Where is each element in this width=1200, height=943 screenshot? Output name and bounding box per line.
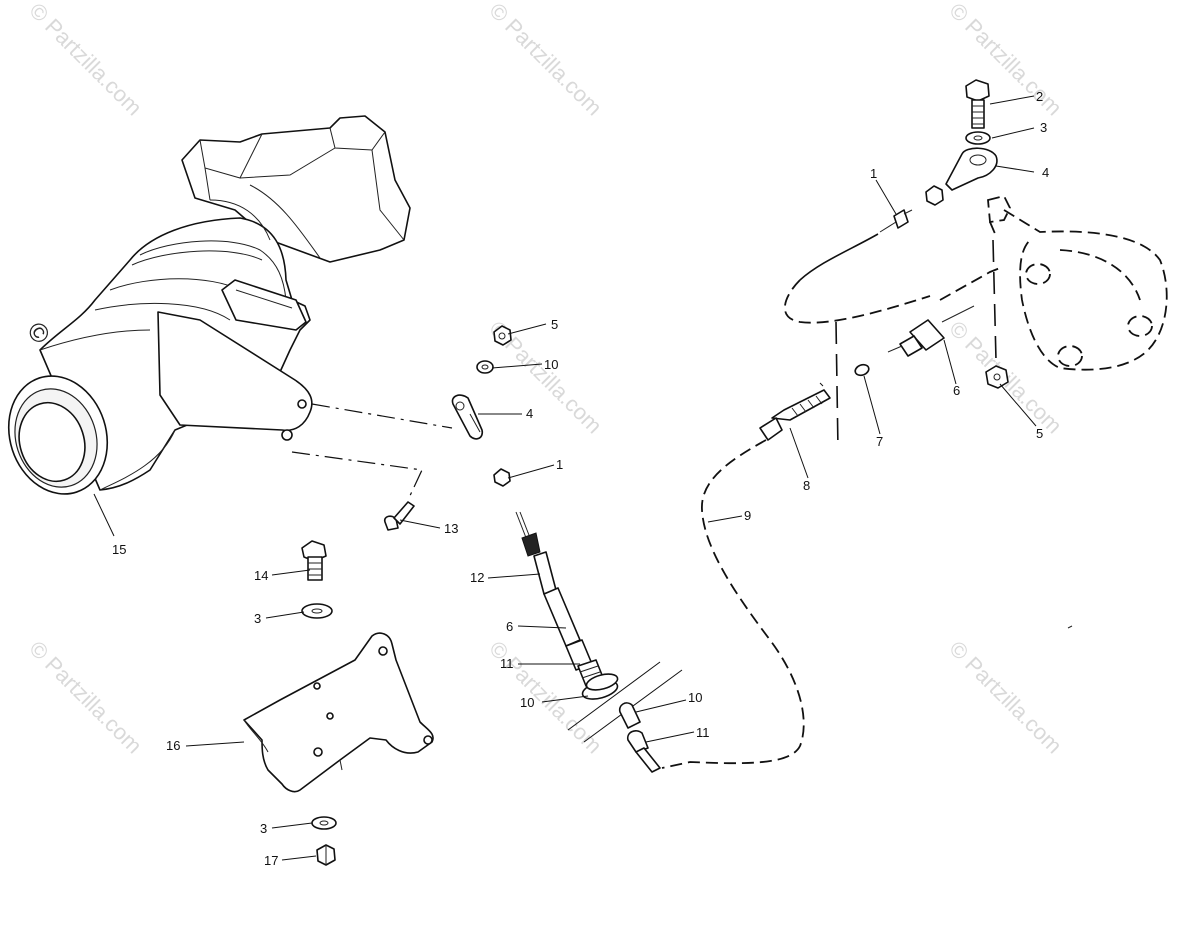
callout-5-left: 5	[551, 317, 558, 332]
callout-4-left: 4	[526, 406, 533, 421]
callout-17: 17	[264, 853, 278, 868]
callout-16: 16	[166, 738, 180, 753]
callout-3-top: 3	[1040, 120, 1047, 135]
callout-10-lower-left: 10	[520, 695, 534, 710]
callout-8: 8	[803, 478, 810, 493]
jet-pump-housing	[7, 115, 411, 495]
callout-9: 9	[744, 508, 751, 523]
callout-3-bottom: 3	[260, 821, 267, 836]
watermark-8: © Partzilla.com	[944, 636, 1067, 759]
ghost-mount	[987, 194, 1168, 371]
left-cable-assembly	[243, 325, 683, 866]
callout-6-left: 6	[506, 619, 513, 634]
callout-10-lower-right: 10	[688, 690, 702, 705]
right-cable-assembly	[661, 79, 1168, 769]
callout-2: 2	[1036, 89, 1043, 104]
watermark-3: © Partzilla.com	[944, 0, 1067, 120]
callout-13: 13	[444, 521, 458, 536]
callout-labels: 2 3 4 1 6 7 8 9 5 5 10 4 1 13 15 14 12 3…	[112, 89, 1049, 868]
watermark-6: © Partzilla.com	[24, 636, 147, 759]
callout-7: 7	[876, 434, 883, 449]
callout-6-right: 6	[953, 383, 960, 398]
callout-12: 12	[470, 570, 484, 585]
callout-1-top: 1	[870, 166, 877, 181]
callout-11-left: 11	[500, 656, 514, 671]
callout-10-upper: 10	[544, 357, 558, 372]
callout-5-right: 5	[1036, 426, 1043, 441]
watermark-2: © Partzilla.com	[484, 0, 607, 120]
callout-3-mid: 3	[254, 611, 261, 626]
callout-14: 14	[254, 568, 268, 583]
callout-15: 15	[112, 542, 126, 557]
callout-11-right: 11	[696, 725, 710, 740]
watermark-1: © Partzilla.com	[24, 0, 147, 120]
callout-1-left: 1	[556, 457, 563, 472]
callout-4-top: 4	[1042, 165, 1049, 180]
leader-lines	[93, 95, 1037, 861]
